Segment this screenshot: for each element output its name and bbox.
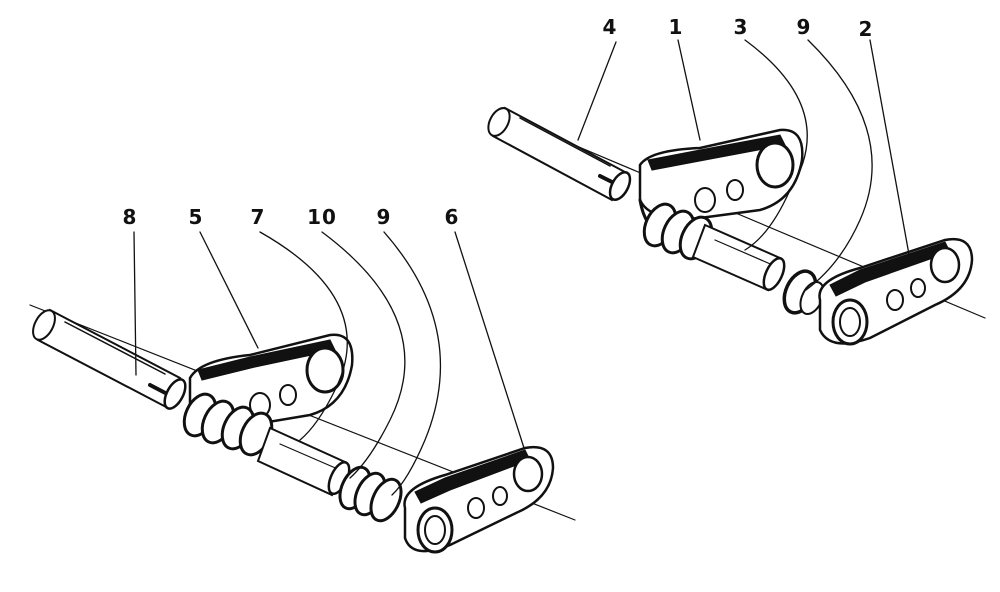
callout-9-upper: 9 — [797, 15, 812, 39]
callout-9-lower: 9 — [377, 205, 392, 229]
upper-pin — [487, 106, 632, 202]
lower-leader-lines — [133, 231, 525, 496]
callout-10: 10 — [307, 205, 337, 229]
upper-leader-lines — [577, 39, 911, 291]
lower-bushing — [256, 426, 351, 497]
callout-7: 7 — [251, 205, 266, 229]
lower-link-right — [403, 445, 555, 554]
upper-link-left — [638, 128, 804, 237]
upper-link-right — [818, 237, 974, 346]
callout-6: 6 — [445, 205, 460, 229]
callout-4: 4 — [603, 15, 618, 39]
callout-5: 5 — [189, 205, 204, 229]
callout-8: 8 — [123, 205, 138, 229]
lower-pin — [32, 308, 187, 410]
upper-bushing — [691, 223, 786, 292]
lower-seal-spring — [338, 465, 403, 523]
callout-2: 2 — [859, 17, 874, 41]
callout-3: 3 — [734, 15, 749, 39]
callout-1: 1 — [669, 15, 684, 39]
lower-assembly: 8 5 7 10 9 6 — [29, 205, 576, 554]
upper-seal-left — [642, 202, 714, 261]
upper-assembly: 4 1 3 9 2 — [487, 15, 986, 346]
